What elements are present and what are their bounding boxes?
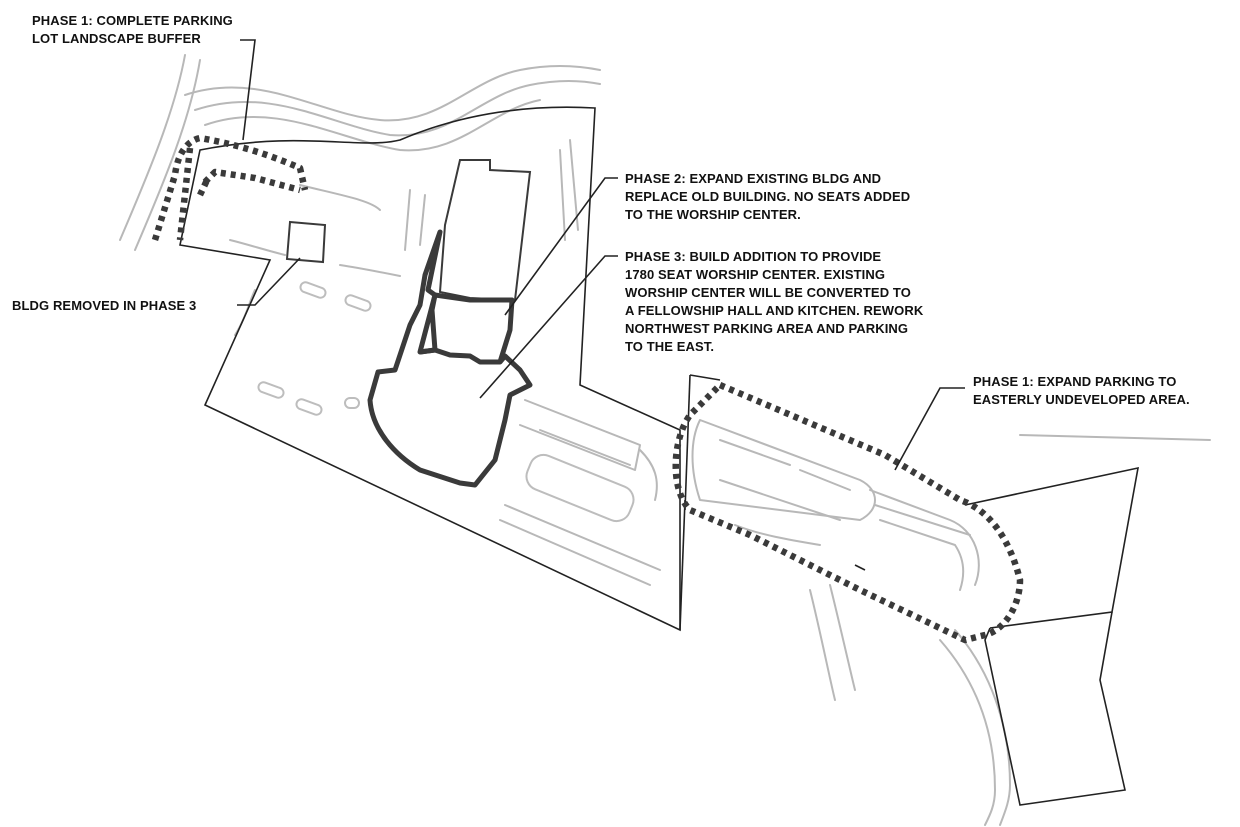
leader-phase3: [479, 255, 618, 399]
phase3-addition: [367, 229, 533, 488]
leader-bldg-removed: [237, 257, 301, 306]
existing-building-outline: [438, 159, 532, 302]
phase1-buffer-outlines: [151, 134, 1024, 644]
leader-phase1-east: [894, 387, 965, 471]
property-boundary: [179, 106, 1139, 806]
background-parking-lots: [499, 399, 1211, 826]
label-phase2: PHASE 2: EXPAND EXISTING BLDG AND REPLAC…: [625, 171, 911, 222]
label-phase1-east-parking: PHASE 1: EXPAND PARKING TO EASTERLY UNDE…: [973, 374, 1190, 407]
label-phase3: PHASE 3: BUILD ADDITION TO PROVIDE 1780 …: [625, 249, 924, 354]
removed-building-outline: [285, 220, 327, 264]
leader-phase2: [504, 177, 618, 316]
background-streets: [119, 54, 601, 416]
phase1-east-parking-expansion: [672, 381, 1024, 644]
label-phase1-landscape-buffer: PHASE 1: COMPLETE PARKING LOT LANDSCAPE …: [32, 13, 233, 46]
existing-buildings: [285, 159, 532, 302]
leader-lines: [237, 39, 965, 471]
leader-phase1-buffer: [240, 39, 256, 141]
phase1-landscape-buffer: [151, 134, 309, 241]
label-bldg-removed-phase3: BLDG REMOVED IN PHASE 3: [12, 298, 197, 313]
